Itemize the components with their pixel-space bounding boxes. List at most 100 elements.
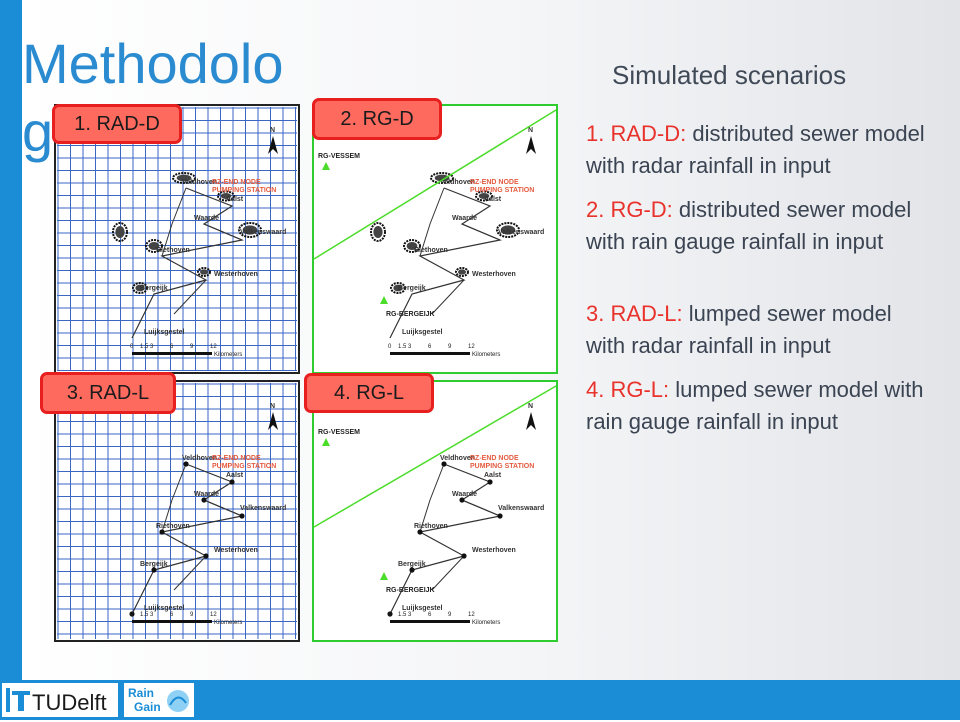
town-label-riethoven: Riethoven [414,523,448,530]
rz-label-line1: RZ-END NODE [212,455,261,462]
town-label-riethoven: Riethoven [156,523,190,530]
scale-tick-label: 3 [150,612,154,618]
scale-tick-label: 9 [190,612,194,618]
rain-gauge-icon [380,572,388,580]
rg-bergeijk-label: RG-BERGEIJK [386,587,435,594]
urban-cluster-core [373,226,383,238]
sewer-trunk [389,463,503,615]
lumped-node [129,611,135,617]
rz-label-line2: PUMPING STATION [212,187,276,194]
rain-gauge-divide [313,109,557,260]
rain-gauge-icon [322,162,330,170]
slide-subtitle: Simulated scenarios [612,60,847,90]
scale-bar [390,620,470,623]
scenario-4-text: lumped sewer model with rain gauge rainf… [586,377,924,434]
urban-cluster [496,222,520,238]
lumped-node [159,529,165,535]
rain-gauge-divide [313,385,557,528]
town-label-aalst: Aalst [226,472,244,479]
lumped-node [239,513,245,519]
tag-rad-l: 3. RAD-L [40,372,176,414]
lumped-node [497,513,503,519]
town-label-riethoven: Riethoven [156,247,190,254]
town-label-veldhoven: Veldhoven [440,179,475,186]
town-label-westerhoven: Westerhoven [472,547,516,554]
urban-cluster-core [242,225,258,235]
rg-vessem-label: RG-VESSEM [318,429,360,436]
town-label-riethoven: Riethoven [414,247,448,254]
town-label-luijksgestel: Luijksgestel [402,605,443,612]
town-label-luijksgestel: Luijksgestel [402,329,443,336]
scale-tick-label: 0 [388,612,392,618]
radar-grid [57,383,297,639]
scale-tick-label: 9 [448,344,452,350]
town-label-westerhoven: Westerhoven [214,271,258,278]
scale-tick-label: 6 [428,344,432,350]
urban-cluster [455,267,469,277]
scenario-1-code: 1. RAD-D: [586,121,687,146]
scale-bar [132,620,212,623]
urban-cluster [475,190,493,202]
scale-tick-label: 12 [468,612,475,618]
urban-cluster-core [135,284,145,292]
rz-label-line2: PUMPING STATION [212,463,276,470]
town-label-veldhoven: Veldhoven [440,455,475,462]
scale-tick-label: 1.5 [398,344,407,350]
tag-rg-d: 2. RG-D [312,98,442,140]
lumped-node [201,497,207,503]
urban-cluster [370,222,386,242]
town-label-valkenswaard: Valkenswaard [498,229,544,236]
lumped-node [487,479,493,485]
scale-tick-label: 12 [468,344,475,350]
raingain-word-1: Rain [128,686,154,700]
rz-label-line1: RZ-END NODE [212,179,261,186]
slide-title: Methodology [22,32,284,163]
scale-tick-label: 12 [210,344,217,350]
rz-label-line1: RZ-END NODE [470,179,519,186]
north-arrow-icon [526,412,536,430]
north-label: N [270,403,275,410]
urban-cluster-core [434,174,450,182]
raingain-word-2: Gain [134,700,161,714]
tag-rad-d: 1. RAD-D [52,104,182,144]
scenario-4-code: 4. RG-L: [586,377,670,402]
town-label-bergeijk: Bergeijk [398,285,426,292]
scale-tick-label: 3 [150,344,154,350]
north-label: N [270,127,275,134]
sewer-branches [419,463,501,591]
sewer-trunk [389,187,503,339]
town-label-aalst: Aalst [484,472,502,479]
rz-label-line2: PUMPING STATION [470,187,534,194]
town-label-westerhoven: Westerhoven [472,271,516,278]
scale-tick-label: 6 [428,612,432,618]
map-frame [312,380,558,642]
town-label-valkenswaard: Valkenswaard [498,505,544,512]
urban-cluster-core [200,269,208,275]
scale-tick-label: 6 [170,344,174,350]
lumped-node [203,553,209,559]
radar-grid [57,107,297,371]
urban-cluster [390,282,406,294]
sewer-branches [419,187,501,315]
town-label-veldhoven: Veldhoven [182,179,217,186]
scale-tick-label: 9 [448,612,452,618]
map-frame [312,104,558,374]
sewer-trunk [131,463,245,615]
scenario-2-text: distributed sewer model with rain gauge … [586,197,912,254]
urban-cluster-core [500,225,516,235]
tudelft-wordmark: TUDelft [32,690,107,715]
sewer-branches [161,187,243,315]
town-label-aalst: Aalst [484,196,502,203]
rz-label-line1: RZ-END NODE [470,455,519,462]
scale-bar [132,352,212,355]
town-label-luijksgestel: Luijksgestel [144,605,185,612]
urban-cluster [430,172,454,184]
urban-cluster-core [115,226,125,238]
scale-unit: Kilometers [214,352,242,358]
scale-unit: Kilometers [472,352,500,358]
urban-cluster-core [406,242,418,250]
urban-cluster [172,172,196,184]
rg-vessem-label: RG-VESSEM [318,153,360,160]
